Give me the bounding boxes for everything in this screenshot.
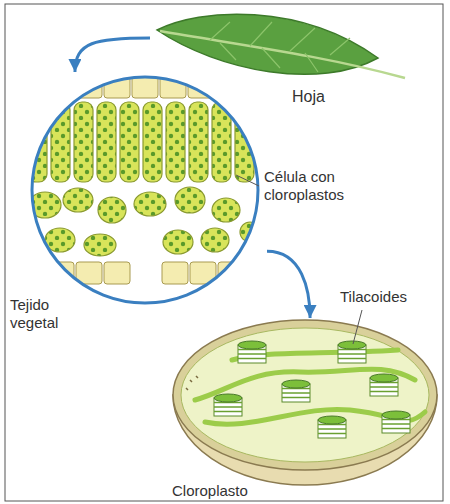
palisade-cells: [28, 102, 277, 182]
leaf-drawing: [157, 14, 405, 78]
flow-arrow: [267, 251, 310, 318]
leaf-midrib: [160, 31, 405, 78]
ribosome-dots: [186, 376, 198, 390]
grana: [214, 341, 410, 438]
stroma: [181, 328, 429, 462]
leaf-node: Hoja: [150, 5, 410, 115]
flow-arrow: [75, 38, 150, 72]
leader-line: [236, 175, 259, 186]
upper-epidermis: [20, 76, 270, 98]
lower-epidermis: [20, 262, 272, 284]
node-label: Cloroplasto: [170, 482, 250, 500]
part-label: Célula con cloroplastos: [262, 168, 360, 204]
frame: [5, 4, 443, 501]
node-label: Tejido vegetal: [8, 296, 78, 332]
lens-rim: [32, 77, 258, 303]
leaf-veins: [210, 22, 350, 72]
leader-line: [353, 310, 362, 344]
node-label: Hoja: [290, 88, 327, 106]
lens-ground: [32, 77, 258, 303]
chloroplast-node: Cloroplasto: [160, 318, 440, 502]
tissue-lens: [20, 76, 277, 303]
chloroplast-drawing: [173, 320, 437, 485]
chloroplast-rim: [173, 320, 437, 470]
part-label: Tilacoides: [338, 288, 409, 306]
spongy-cells: [29, 187, 260, 256]
tissue-node: Tejido vegetal: [5, 72, 267, 352]
leaf-blade: [157, 14, 378, 74]
